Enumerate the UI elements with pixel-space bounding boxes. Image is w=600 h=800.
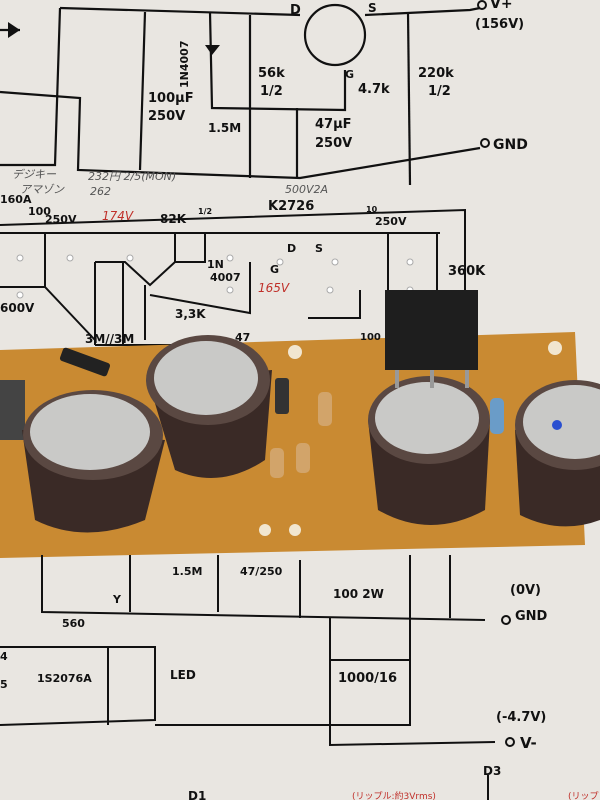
label-ripple: (リップル:約3Vrms) <box>352 790 436 800</box>
layout-c-left-v: 250V <box>45 213 77 226</box>
label-left-4: 4 <box>0 650 8 663</box>
label-zero-v: (0V) <box>510 583 541 598</box>
board-mount-holes <box>259 341 562 536</box>
layout-600v: 600V <box>0 301 35 315</box>
note-price: 232円 2/5(MON) <box>88 170 176 183</box>
label-r1: 56k <box>258 66 285 81</box>
diode-component <box>59 347 111 377</box>
label-led: LED <box>170 668 196 682</box>
label-source: S <box>368 1 377 15</box>
label-vplus: V+ <box>490 0 513 12</box>
label-r2: 4.7k <box>358 82 390 97</box>
label-d3: D3 <box>483 764 501 778</box>
label-c2: 47μF <box>315 117 352 132</box>
layout-s: S <box>315 242 323 255</box>
label-c1: 100μF <box>148 91 194 106</box>
layout-r33k: 3,3K <box>175 307 206 321</box>
resistor-component <box>296 443 310 473</box>
label-gnd: GND <box>493 137 528 153</box>
resistor-component <box>490 398 504 434</box>
layout-100: 100 <box>360 332 381 343</box>
diode-component <box>275 378 289 414</box>
layout-r360k: 360K <box>448 264 486 279</box>
capacitor-4 <box>515 380 600 527</box>
label-c-47: 47/250 <box>240 565 283 578</box>
note-price2: 262 <box>90 185 111 198</box>
label-y: Y <box>112 593 122 606</box>
label-r-100: 100 2W <box>333 587 384 601</box>
label-vminus: V- <box>520 734 537 752</box>
label-c2-voltage: 250V <box>315 136 352 151</box>
label-r3: 220k <box>418 66 454 81</box>
mosfet-component <box>385 290 478 388</box>
layout-diode2: 4007 <box>210 271 241 284</box>
label-r-15m: 1.5M <box>172 565 202 578</box>
label-c-1000: 1000/16 <box>338 671 397 686</box>
layout-d: D <box>287 242 296 255</box>
note-part: K2726 <box>268 199 314 214</box>
layout-c-right-v: 250V <box>375 215 407 228</box>
label-diode: 1N4007 <box>178 41 191 88</box>
diode-component <box>0 380 25 440</box>
layout-c-right: 10 <box>366 205 378 214</box>
label-left-5: 5 <box>0 678 8 691</box>
label-neg-v: (-4.7V) <box>496 710 546 725</box>
layout-r3m: 3M//3M <box>85 332 134 346</box>
resistor-component <box>318 392 332 426</box>
label-gate: G <box>345 68 354 81</box>
note-digikey: デジキー <box>12 168 57 181</box>
label-d1: D1 <box>188 789 206 800</box>
layout-g: G <box>270 263 279 276</box>
label-vplus-voltage: (156V) <box>475 17 524 32</box>
label-r-560: 560 <box>62 617 85 630</box>
bottom-schematic-wires <box>0 555 496 800</box>
layout-47: 47 <box>235 331 250 344</box>
layout-r82k: 82K <box>160 212 187 226</box>
label-diode-1s2076a: 1S2076A <box>37 672 92 685</box>
label-c1-voltage: 250V <box>148 109 185 124</box>
label-gnd-bottom: GND <box>515 609 548 624</box>
capacitor-3 <box>368 376 490 525</box>
label-ripple2: (リップ <box>568 791 599 800</box>
label-drain: D <box>290 3 301 18</box>
capacitor-1 <box>22 390 165 533</box>
note-amazon: アマゾン <box>20 183 65 196</box>
diode-symbol <box>8 22 20 38</box>
label-r3-power: 1/2 <box>428 84 451 99</box>
layout-voltage-165: 165V <box>258 281 290 295</box>
capacitor-2 <box>146 335 272 478</box>
layout-voltage-174: 174V <box>102 209 134 223</box>
label-r1-power: 1/2 <box>260 84 283 99</box>
diode-symbol <box>205 45 220 55</box>
note-left-a: 160A <box>0 193 32 206</box>
resistor-component <box>270 448 284 478</box>
label-r4: 1.5M <box>208 121 241 135</box>
note-rating: 500V2A <box>285 183 328 196</box>
note-left-b: 100 <box>28 205 51 218</box>
layout-half: 1/2 <box>198 207 212 216</box>
layout-diode: 1N <box>207 258 224 271</box>
